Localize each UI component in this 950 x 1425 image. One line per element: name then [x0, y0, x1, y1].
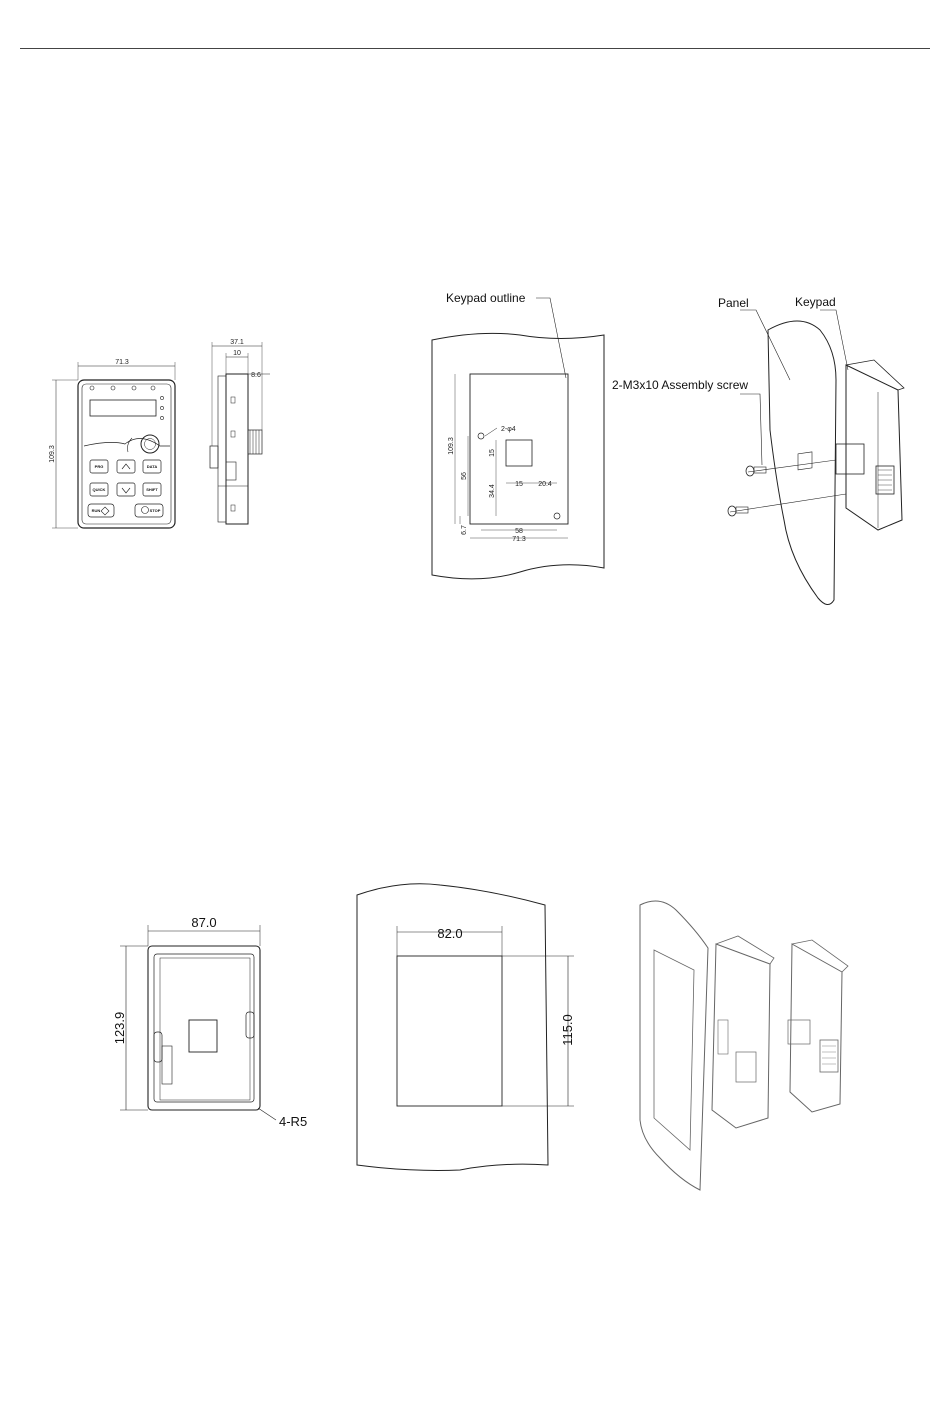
side-depth-dim: 37.1 [230, 339, 244, 346]
bracket-cutout-drawing [357, 884, 574, 1171]
cutout-width-label: 82.0 [437, 926, 462, 941]
panel-label: Panel [718, 296, 749, 310]
bracket-radius-label: 4-R5 [279, 1114, 307, 1129]
key-label: STOP [150, 508, 161, 513]
cutout-15b-dim: 15 [515, 481, 523, 488]
cutout-204-dim: 20.4 [538, 481, 552, 488]
cutout-67-dim: 6.7 [461, 525, 468, 535]
bracket-height-dim: 123.9 [112, 1012, 127, 1045]
cutout-width-dim: 71.3 [512, 536, 526, 543]
keypad-assembly-view [728, 310, 904, 605]
side-d2-dim: 8.6 [251, 372, 261, 379]
screw-label: 2-M3x10 Assembly screw [612, 378, 748, 392]
key-label: DATA [147, 464, 158, 469]
keypad-side-view [210, 342, 270, 524]
holes-label: 2-φ4 [501, 426, 516, 433]
keypad-front-view [52, 362, 175, 528]
cutout-height-dim: 109.3 [448, 437, 455, 455]
cutout-58-dim: 58 [515, 528, 523, 535]
keypad-label: Keypad [795, 295, 836, 309]
bracket-width-dim: 87.0 [191, 915, 216, 930]
cutout-344-dim: 34.4 [489, 484, 496, 498]
front-width-dim: 71.3 [115, 359, 129, 366]
cutout-15-dim: 15 [489, 449, 496, 457]
cutout-height-label: 115.0 [560, 1014, 575, 1046]
keypad-outline-label: Keypad outline [446, 291, 526, 305]
key-label: SHIFT [146, 487, 158, 492]
side-d1-dim: 10 [233, 350, 241, 357]
key-label: QUICK [93, 487, 106, 492]
cutout-56-dim: 56 [461, 472, 468, 480]
bracket-assembly-view [640, 901, 848, 1190]
key-label: RUN [92, 508, 101, 513]
bracket-front-view [120, 925, 276, 1120]
front-height-dim: 109.3 [49, 445, 56, 463]
key-label: PRG [95, 464, 104, 469]
